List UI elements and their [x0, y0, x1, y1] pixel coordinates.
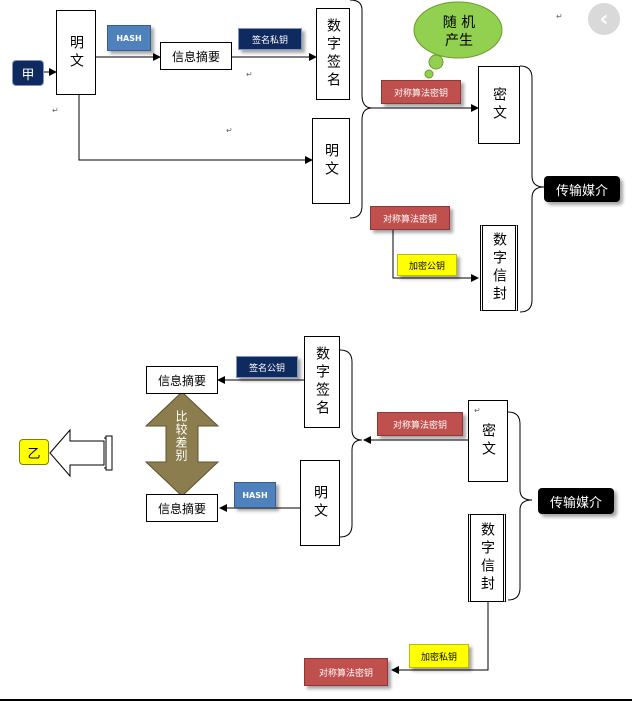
compare-label: 比较差别	[174, 410, 188, 462]
plaintext-box: 明文	[56, 10, 96, 95]
digital-envelope-box-top: 数字信封	[480, 225, 518, 311]
paragraph-mark-icon: ↵	[52, 106, 59, 115]
digest-box-bottom-bottom: 信息摘要	[146, 494, 218, 522]
transmission-medium-bottom: 传输媒介	[538, 488, 614, 514]
transmission-medium-top: 传输媒介	[544, 176, 620, 202]
brace-bottom-split	[339, 349, 363, 538]
digest-box-bottom-top: 信息摘要	[146, 366, 218, 394]
random-cloud-line-1: 随 机	[442, 15, 476, 31]
sign-public-key-label: 签名公钥	[236, 356, 298, 378]
party-yi-badge: 乙	[19, 439, 49, 465]
random-cloud-line-2: 产生	[445, 33, 473, 49]
arrow-envelope-to-symkey	[391, 602, 489, 674]
arrow-plaintext-to-plaintext2	[78, 95, 313, 164]
hash-label-top: HASH	[107, 25, 151, 51]
paragraph-mark-icon: ↵	[556, 12, 563, 21]
brace-top-merge	[349, 0, 373, 219]
arrow-symkey-to-envelope	[392, 230, 479, 282]
party-jia-badge: 甲	[12, 60, 44, 86]
sym-key-label-bottom-2: 对称算法密钥	[304, 658, 388, 686]
back-button[interactable]: ‹	[588, 3, 620, 35]
ciphertext-box-top: 密文	[478, 66, 520, 144]
paragraph-mark-icon: ↵	[474, 406, 481, 415]
random-cloud-shape	[413, 1, 503, 79]
paragraph-mark-icon: ↵	[246, 70, 253, 79]
sym-key-label-bottom-1: 对称算法密钥	[377, 412, 463, 436]
brace-bottom-right	[507, 411, 533, 601]
encrypt-public-key-label: 加密公钥	[397, 254, 457, 276]
paragraph-mark-icon: ↵	[226, 126, 233, 135]
digest-box-top: 信息摘要	[160, 42, 232, 70]
digital-signature-box-bottom: 数字签名	[304, 336, 340, 428]
hash-label-bottom: HASH	[234, 482, 276, 508]
sym-key-label-top-1: 对称算法密钥	[381, 80, 461, 104]
plaintext-box-2: 明文	[312, 118, 350, 204]
encrypt-private-key-label: 加密私钥	[409, 644, 469, 668]
chevron-left-icon: ‹	[599, 6, 609, 32]
ciphertext-box-bottom: 密文	[468, 400, 508, 482]
sym-key-label-top-2: 对称算法密钥	[370, 206, 450, 230]
brace-top-right	[519, 65, 545, 313]
plaintext-box-bottom: 明文	[300, 460, 340, 546]
hollow-arrow-to-party	[49, 428, 113, 478]
random-cloud-text: 随 机 产生	[424, 14, 494, 50]
digital-signature-box-top: 数字签名	[316, 8, 350, 100]
sign-private-key-label: 签名私钥	[238, 28, 302, 50]
digital-envelope-box-bottom: 数字信封	[468, 514, 506, 602]
